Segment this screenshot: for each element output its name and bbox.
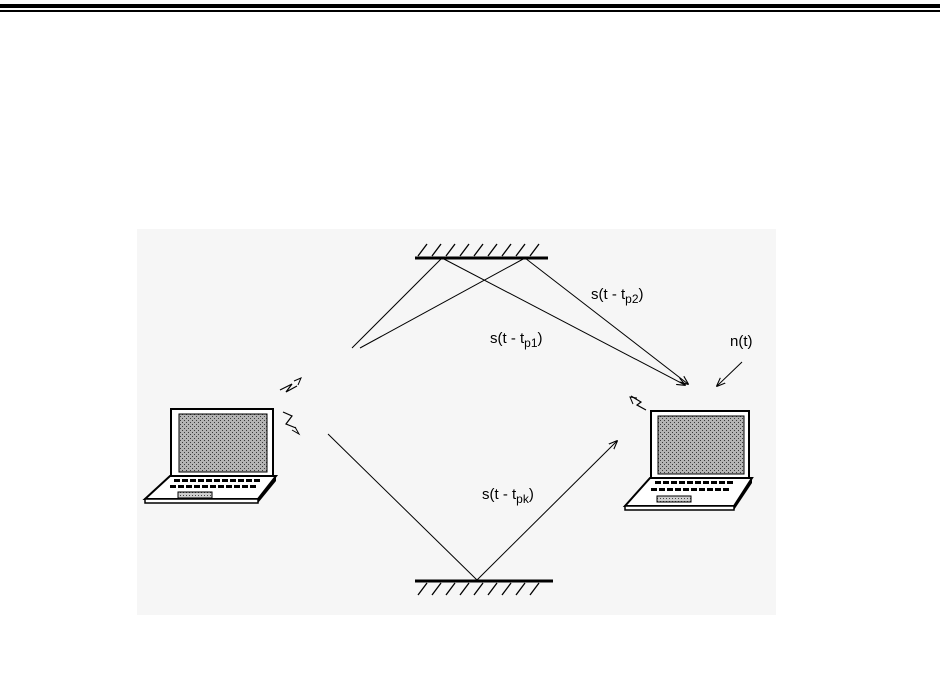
path-pk-ray — [328, 434, 617, 580]
label-noise: n(t) — [730, 333, 753, 350]
top-reflector — [415, 244, 548, 258]
bottom-reflector — [415, 581, 553, 595]
transmitter-laptop-icon — [145, 409, 276, 503]
path-p1-ray — [352, 258, 685, 385]
label-path-pk: s(t - tpk) — [482, 486, 534, 506]
tx-lightning-antenna-icon — [280, 378, 301, 434]
label-path-p2: s(t - tp2) — [591, 286, 644, 306]
rx-lightning-antenna-icon — [630, 396, 646, 410]
noise-arrow — [717, 362, 742, 386]
label-path-p1: s(t - tp1) — [490, 330, 543, 350]
path-p2-ray — [360, 258, 688, 384]
receiver-laptop-icon — [625, 411, 752, 510]
